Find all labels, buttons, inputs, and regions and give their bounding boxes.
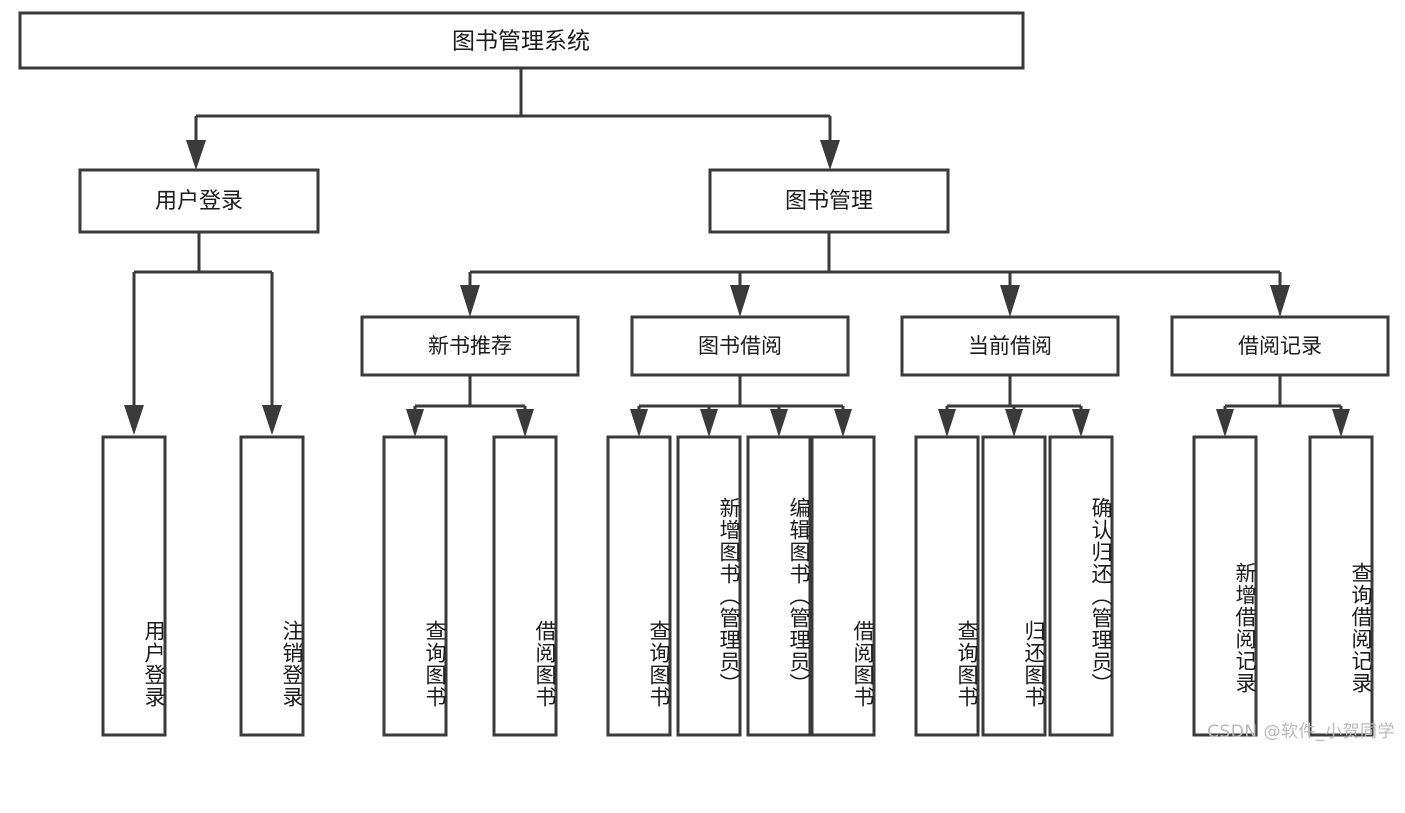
arrow-to-leaf-add-record bbox=[1216, 409, 1234, 437]
leaf-return-book-box[interactable] bbox=[981, 435, 1047, 737]
node-current-borrow-box[interactable] bbox=[900, 315, 1120, 377]
arrow-to-leaf-borrow-book-1 bbox=[516, 409, 534, 437]
leaf-borrow-book-2-box[interactable] bbox=[810, 435, 876, 737]
hierarchy-diagram: 图书管理系统 用户登录 图书管理 新书推荐 图书借阅 当前借阅 借阅记录 bbox=[18, 11, 1390, 737]
leaf-add-book-box[interactable] bbox=[676, 435, 742, 737]
arrow-to-borrow-record bbox=[1270, 285, 1290, 317]
leaf-user-login-box[interactable] bbox=[101, 435, 167, 737]
node-book-manage-label: 图书管理 bbox=[785, 189, 873, 214]
arrow-to-leaf-return-book bbox=[1005, 409, 1023, 437]
arrow-to-leaf-add-book bbox=[700, 409, 718, 437]
arrow-to-leaf-query-record bbox=[1332, 409, 1350, 437]
node-root-box[interactable] bbox=[18, 11, 1025, 70]
node-new-book-rec-box[interactable] bbox=[360, 315, 580, 377]
flowchart-canvas: 图书管理系统 用户登录 图书管理 新书推荐 图书借阅 当前借阅 借阅记录 用户登… bbox=[18, 11, 1395, 742]
arrow-to-user-login bbox=[186, 140, 206, 170]
leaf-query-book-3-box[interactable] bbox=[914, 435, 980, 737]
arrow-to-current-borrow bbox=[1000, 285, 1020, 317]
node-borrow-record-box[interactable] bbox=[1170, 315, 1390, 377]
node-root-label: 图书管理系统 bbox=[452, 29, 590, 55]
node-new-book-rec-label: 新书推荐 bbox=[428, 334, 512, 358]
csdn-watermark: CSDN @软件_小贺同学 bbox=[1207, 722, 1395, 742]
arrow-to-leaf-edit-book bbox=[770, 409, 788, 437]
leaf-query-book-2-box[interactable] bbox=[606, 435, 672, 737]
arrow-to-new-book-rec bbox=[460, 285, 480, 317]
node-current-borrow-label: 当前借阅 bbox=[968, 334, 1052, 358]
arrow-to-leaf-borrow-book-2 bbox=[834, 409, 852, 437]
arrow-to-book-borrow bbox=[730, 285, 750, 317]
leaf-add-record-box[interactable] bbox=[1192, 435, 1258, 737]
node-book-borrow-box[interactable] bbox=[630, 315, 850, 377]
arrow-to-leaf-confirm-return bbox=[1072, 409, 1090, 437]
node-user-login-box[interactable] bbox=[78, 168, 320, 234]
arrow-to-leaf-user-login bbox=[124, 405, 144, 435]
leaf-borrow-book-1-box[interactable] bbox=[492, 435, 558, 737]
arrow-to-leaf-logout-login bbox=[262, 405, 282, 435]
node-user-login-label: 用户登录 bbox=[155, 189, 243, 214]
arrow-to-book-manage bbox=[820, 140, 840, 170]
leaf-edit-book-box[interactable] bbox=[746, 435, 812, 737]
leaf-query-book-1-box[interactable] bbox=[382, 435, 448, 737]
leaf-query-record-box[interactable] bbox=[1308, 435, 1374, 737]
node-book-manage-box[interactable] bbox=[708, 168, 950, 234]
leaf-confirm-return-box[interactable] bbox=[1048, 435, 1114, 737]
arrow-to-leaf-query-book-2 bbox=[630, 409, 648, 437]
node-book-borrow-label: 图书借阅 bbox=[698, 334, 782, 358]
arrow-to-leaf-query-book-3 bbox=[938, 409, 956, 437]
leaf-logout-login-box[interactable] bbox=[239, 435, 305, 737]
arrow-to-leaf-query-book-1 bbox=[406, 409, 424, 437]
node-borrow-record-label: 借阅记录 bbox=[1238, 334, 1322, 358]
